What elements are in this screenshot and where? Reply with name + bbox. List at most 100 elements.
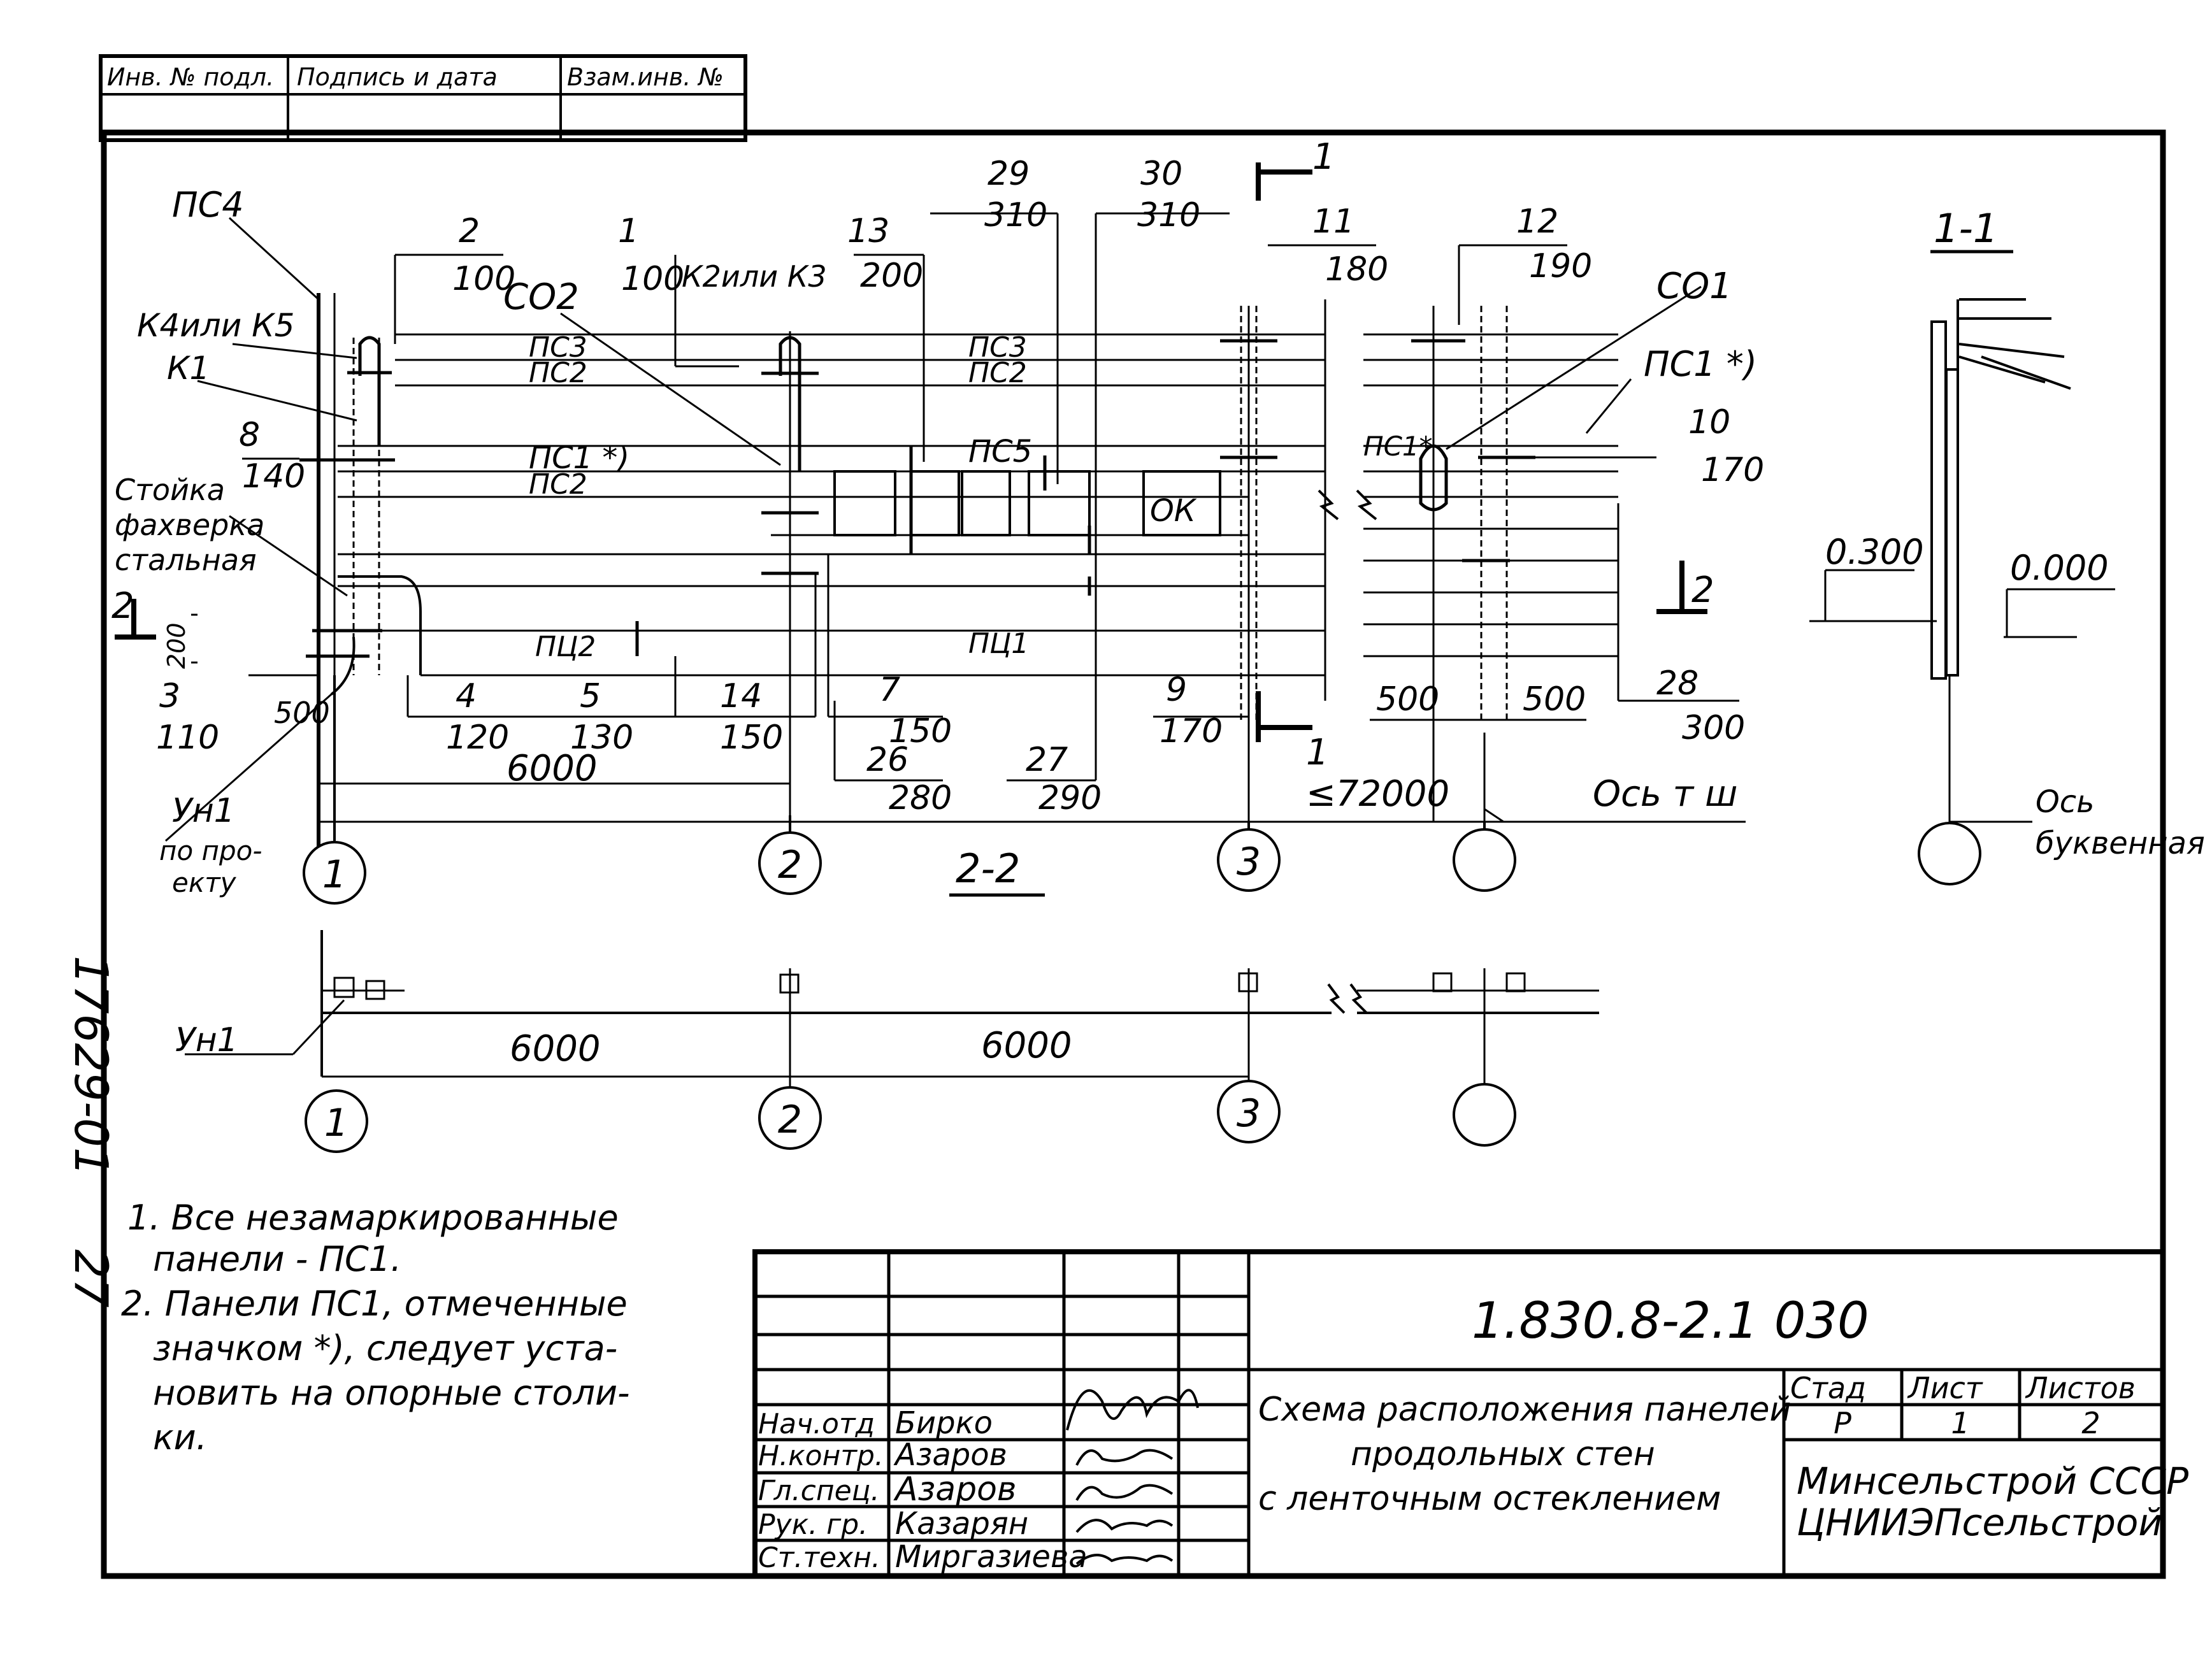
plan-axis-bubble-3: 3 <box>1237 1091 1261 1136</box>
label-ps2-a: ПС2 <box>529 357 587 389</box>
note-line-5: новить на опорные столи- <box>153 1373 630 1413</box>
stad-label: Стад <box>1790 1371 1866 1405</box>
note-line-6: ки. <box>153 1417 207 1458</box>
elevation-view: 1 2 3 ПС4 ПС3 ПС2 ПС3 ПС2 ПС1 *) ПС2 ПС5… <box>111 136 1764 905</box>
dim-500-left: 500 <box>274 696 330 730</box>
callout-5-val: 130 <box>570 719 633 757</box>
level-0300: 0.300 <box>1825 532 1924 572</box>
label-co1: СО1 <box>1656 266 1732 307</box>
dim-6000-plan-2: 6000 <box>981 1025 1072 1066</box>
callout-10-val: 170 <box>1701 451 1764 489</box>
side-drawing-code: 17629-01 27 <box>64 956 118 1308</box>
section-mark-2-right: 2 <box>1691 570 1714 611</box>
label-os-bukv-1: Ось <box>2036 784 2094 820</box>
callout-1-val: 100 <box>621 260 684 298</box>
label-k4k5: К4или К5 <box>137 307 294 344</box>
callout-9-val: 170 <box>1160 712 1223 750</box>
callout-30-num: 30 <box>1140 155 1182 193</box>
callout-29-num: 29 <box>988 155 1030 193</box>
side-sheet-number: 27 <box>64 1249 118 1308</box>
label-un1-elev: Ун1 <box>172 792 235 830</box>
label-pts1: ПЦ1 <box>968 627 1029 660</box>
section-mark-1-bot: 1 <box>1306 732 1329 773</box>
name-3: Казарян <box>895 1506 1028 1542</box>
callout-9-num: 9 <box>1166 671 1187 709</box>
label-ps5: ПС5 <box>968 434 1032 469</box>
callout-14-num: 14 <box>720 677 762 715</box>
callout-12-val: 190 <box>1529 247 1592 285</box>
callout-3-num: 3 <box>159 677 180 715</box>
list-value: 1 <box>1951 1406 1969 1440</box>
label-os-bukv-2: буквенная <box>2036 826 2205 861</box>
name-2: Азаров <box>893 1470 1017 1508</box>
title-line-1: Схема расположения панелей <box>1258 1391 1791 1429</box>
callout-30-val: 310 <box>1137 196 1200 234</box>
title-line-2: продольных стен <box>1351 1435 1655 1473</box>
callout-28-val: 300 <box>1682 709 1745 747</box>
label-co2: СО2 <box>503 276 579 318</box>
role-4: Ст.техн. <box>758 1542 880 1574</box>
label-k2k3: К2или К3 <box>682 259 827 294</box>
stamp-vzam-inv: Взам.инв. № <box>567 63 724 91</box>
name-1: Азаров <box>893 1437 1007 1473</box>
plan-axis-bubble-2: 2 <box>778 1098 802 1142</box>
label-stoika-3: стальная <box>115 543 257 577</box>
stamp-podpis-data: Подпись и дата <box>297 63 498 91</box>
note-line-1: 1. Все незамаркированные <box>127 1198 619 1238</box>
listov-label: Листов <box>2025 1371 2136 1405</box>
title-line-3: с ленточным остеклением <box>1258 1480 1721 1518</box>
list-label: Лист <box>1907 1371 1983 1405</box>
callout-27-val: 290 <box>1038 779 1102 817</box>
title-block: 1.830.8-2.1 030 Схема расположения панел… <box>752 1249 2188 1579</box>
callout-7-num: 7 <box>879 671 900 709</box>
title-code: 1.830.8-2.1 030 <box>1472 1293 1869 1350</box>
callout-3-val: 110 <box>156 719 219 757</box>
dim-6000-plan-1: 6000 <box>510 1028 601 1070</box>
notes: 1. Все незамаркированные панели - ПС1. 2… <box>121 1198 630 1458</box>
label-stoika-2: фахверка <box>115 508 264 542</box>
label-ps3-a: ПС3 <box>529 331 587 364</box>
dim-500-r1: 500 <box>1376 680 1439 719</box>
callout-11-val: 180 <box>1325 250 1388 289</box>
org-line-1: Минсельстрой СССР <box>1797 1459 2188 1503</box>
section-1-1: 1-1 0.300 0.000 Ось буквенная <box>1809 205 2205 885</box>
top-stamp: Инв. № подл. Подпись и дата Взам.инв. № <box>99 54 747 142</box>
level-0000: 0.000 <box>2010 548 2109 588</box>
axis-bubble-2: 2 <box>778 843 802 887</box>
callout-10-num: 10 <box>1688 403 1730 441</box>
label-stoika-1: Стойка <box>115 473 225 507</box>
side-code: 17629-01 <box>64 956 118 1177</box>
section-mark-1-top: 1 <box>1312 136 1335 178</box>
callout-8-val: 140 <box>242 457 305 496</box>
label-ok: ОК <box>1150 493 1197 529</box>
dim-72000: ≤72000 <box>1306 773 1449 815</box>
label-pts2: ПЦ2 <box>535 631 596 663</box>
callout-5-num: 5 <box>580 677 601 715</box>
callout-13-val: 200 <box>860 257 923 295</box>
callout-12-num: 12 <box>1516 203 1558 241</box>
dim-500-r2: 500 <box>1523 680 1586 719</box>
label-ps1-star-c: ПС1 *) <box>1644 344 1757 384</box>
dim-6000-elev: 6000 <box>506 748 598 789</box>
note-line-2: панели - ПС1. <box>153 1239 401 1279</box>
signatures <box>1066 1389 1199 1565</box>
note-line-3: 2. Панели ПС1, отмеченные <box>121 1284 628 1324</box>
role-1: Н.контр. <box>758 1440 884 1472</box>
label-ps2-c: ПС2 <box>529 468 587 501</box>
label-ps2-b: ПС2 <box>968 357 1027 389</box>
role-0: Нач.отд <box>758 1408 875 1440</box>
section-11-axis-bubble <box>1918 822 1981 885</box>
callout-13-num: 13 <box>847 212 889 250</box>
callout-26-val: 280 <box>889 779 952 817</box>
label-k1: К1 <box>167 350 210 387</box>
elevation-axis-bubbles <box>303 675 1516 905</box>
view-label-2-2: 2-2 <box>956 845 1020 892</box>
label-ps3-b: ПС3 <box>968 331 1027 364</box>
callout-11-num: 11 <box>1312 203 1354 241</box>
name-4: Миргазиева <box>895 1539 1088 1575</box>
label-os-t-sh: Ось т ш <box>1593 773 1737 815</box>
callout-4-num: 4 <box>456 677 477 715</box>
plan-view: Ун1 6000 6000 1 2 3 <box>175 930 1599 1153</box>
callout-7-val: 150 <box>889 712 952 750</box>
